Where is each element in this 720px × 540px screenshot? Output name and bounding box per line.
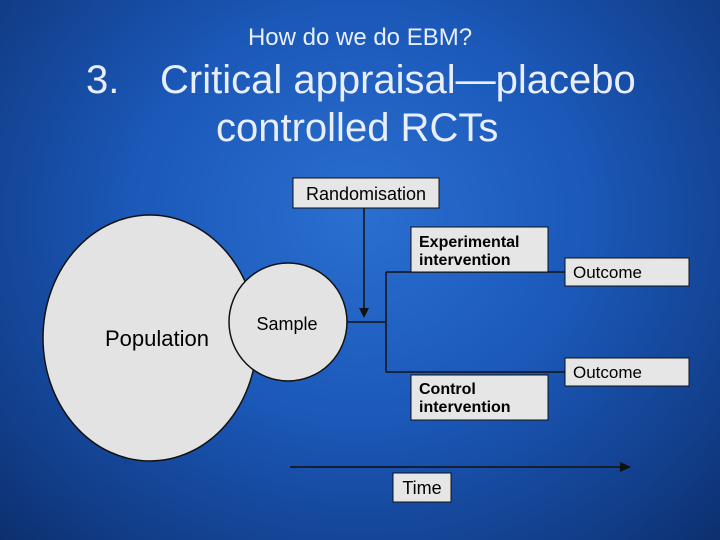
control-label-line-1: Control <box>419 381 476 398</box>
slide-title-line-2: controlled RCTs <box>216 106 499 150</box>
experimental-label-line-2: intervention <box>419 252 511 269</box>
control-label-line-2: intervention <box>419 399 511 416</box>
outcome-bottom-label: Outcome <box>573 363 642 382</box>
randomisation-label: Randomisation <box>306 184 426 204</box>
randomisation-box <box>292 177 440 209</box>
time-box <box>392 472 452 503</box>
outcome-top-label: Outcome <box>573 263 642 282</box>
sample-label: Sample <box>256 314 317 334</box>
slide-title-number: 3. <box>86 58 120 102</box>
outcome-bottom-box <box>564 357 690 387</box>
slide-subtitle: How do we do EBM? <box>247 24 473 51</box>
randomisation-arrowhead <box>359 308 369 318</box>
time-label: Time <box>402 478 441 498</box>
outcome-top-box <box>564 257 690 287</box>
slide-title-line-1: Critical appraisal—placebo <box>160 58 636 102</box>
experimental-label-line-1: Experimental <box>419 234 519 251</box>
time-arrowhead <box>620 462 631 472</box>
population-label: Population <box>105 326 209 351</box>
experimental-intervention-box <box>410 226 549 273</box>
control-intervention-box <box>410 374 549 421</box>
